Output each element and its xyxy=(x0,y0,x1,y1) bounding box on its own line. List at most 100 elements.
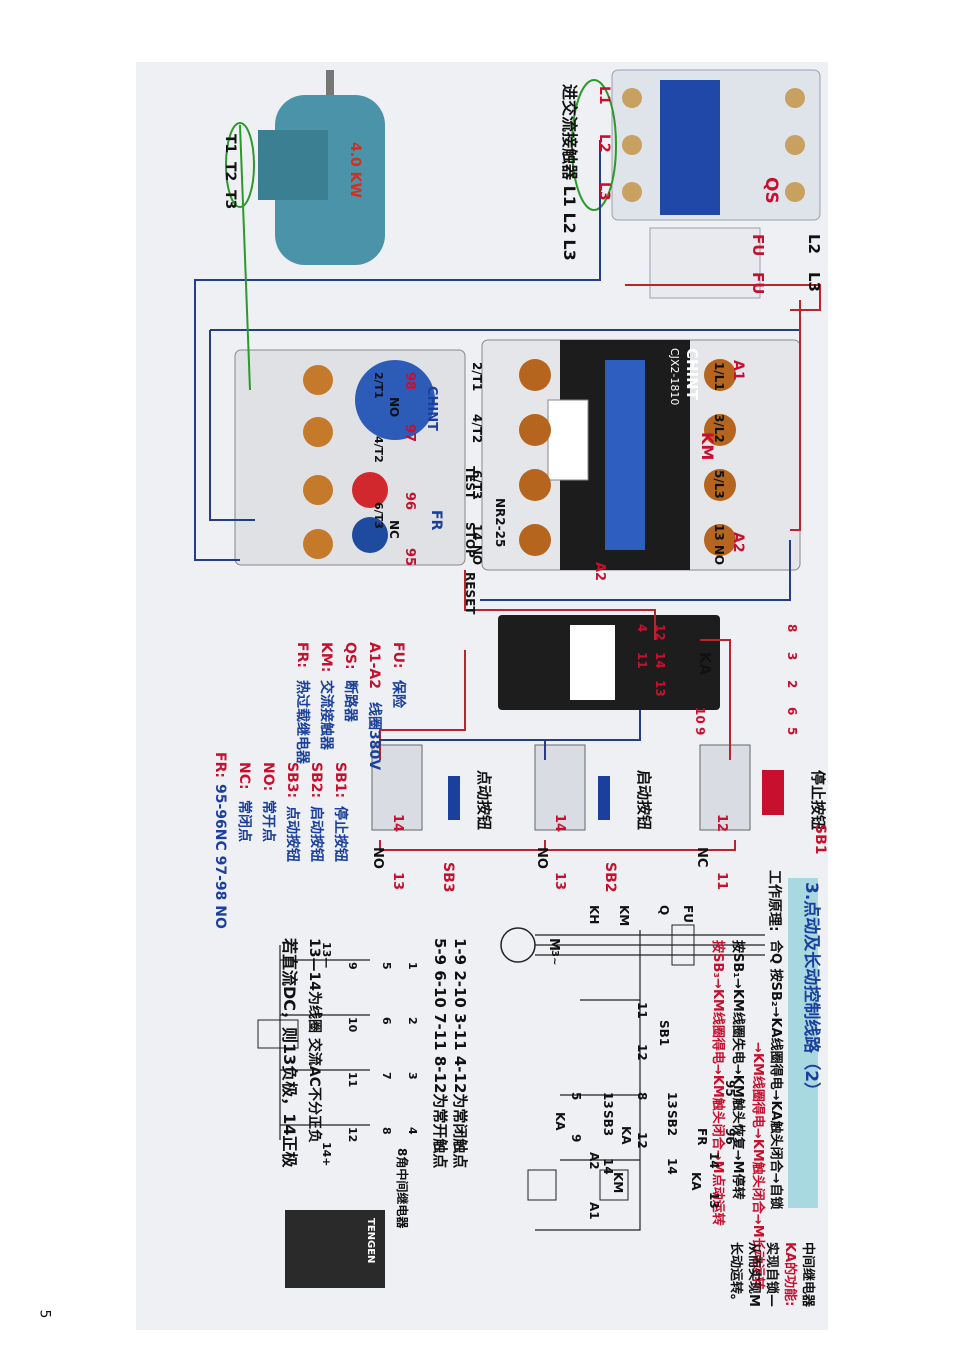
relay-side-label: 8角中间继电器 xyxy=(395,1148,409,1229)
overload-brand: CHINT xyxy=(424,386,439,432)
sb3-type: NO xyxy=(370,847,385,869)
relay-photo-brand: TENGEN xyxy=(365,1218,376,1264)
terminal-screw xyxy=(704,469,736,501)
contactor-top-3: 5/L3 xyxy=(712,470,726,499)
motor-terminal-t3: T3 xyxy=(222,190,238,210)
overload-btn-test: TEST xyxy=(463,466,477,500)
legend-val: 断路器 xyxy=(342,680,358,722)
sb1-t1: 12 xyxy=(714,814,729,833)
schematic-sb1-label: SB1 xyxy=(657,1020,671,1047)
overload-contact-95: 95 xyxy=(402,548,417,567)
principle-label: 工作原理: xyxy=(766,870,782,932)
legend-val: 热过载继电器 xyxy=(294,680,310,764)
schematic-km-coil-label: KM xyxy=(611,1172,625,1194)
relay-pin-bot-10: 10 xyxy=(346,1017,359,1033)
sb3-code: SB3 xyxy=(440,862,456,893)
section-title-band xyxy=(788,878,818,1208)
contactor-km-label-plate xyxy=(547,399,589,481)
legend-key: FR: xyxy=(294,642,310,668)
legend-val: 交流接触器 xyxy=(318,680,334,750)
schematic-n11: 11 xyxy=(635,1002,649,1019)
sb2-cap xyxy=(598,776,610,820)
schematic-m-label: M xyxy=(546,938,561,951)
input-highlight-ellipse xyxy=(571,79,617,211)
relay-contacts-line1: 1-9 2-10 3-11 4-12为常闭触点 xyxy=(451,938,469,1169)
motor-terminal-t1: T1 xyxy=(222,134,238,154)
schematic-kh-label: KH xyxy=(587,905,601,925)
sb2-code: SB2 xyxy=(602,862,618,893)
schematic-n96: 96 xyxy=(723,1128,737,1145)
overload-name: FR xyxy=(428,510,444,531)
schematic-ka-coil-label: KA xyxy=(689,1172,703,1191)
sb1-cap xyxy=(762,770,784,815)
legend2-key: SB2: xyxy=(308,762,324,799)
relay-pin-top-3: 3 xyxy=(406,1072,419,1080)
schematic-sb2-label: SB2 xyxy=(665,1110,679,1137)
legend2-key: FR: xyxy=(212,752,228,778)
overload-coil-a2: A2 xyxy=(592,562,607,582)
breaker-screw xyxy=(785,182,805,202)
page-number: 5 xyxy=(36,1309,53,1319)
relay-pin-14: 14 xyxy=(653,652,667,669)
breaker-screw xyxy=(622,88,642,108)
overload-contact-98: 98 xyxy=(402,372,417,391)
legend2-key: SB1: xyxy=(332,762,348,799)
contactor-a1: A1 xyxy=(730,360,746,381)
schematic-n14c: 14 xyxy=(707,1152,721,1169)
schematic-m3-label: 3~ xyxy=(549,950,560,966)
sb1-title: 停止按钮 xyxy=(809,770,827,831)
schematic-ka-contact-1: KA xyxy=(619,1126,633,1145)
overload-stop-button xyxy=(352,472,388,508)
legend2-val: 启动按钮 xyxy=(308,806,324,862)
schematic-ka-coil xyxy=(599,1169,629,1201)
terminal-screw xyxy=(519,414,551,446)
relay-coil-symbol xyxy=(257,1019,299,1049)
relay-pin-5: 5 xyxy=(785,727,799,736)
relay-pin-4: 4 xyxy=(635,624,649,633)
relay-pin-mid-7: 7 xyxy=(380,1072,393,1080)
overload-no-label: NO xyxy=(387,397,401,418)
schematic-km-label: KM xyxy=(617,905,631,927)
schematic-fu xyxy=(671,924,695,966)
relay-ka-label xyxy=(570,625,615,700)
motor-power-label: 4.0 KW xyxy=(347,142,363,198)
legend2-val: 停止按钮 xyxy=(332,806,348,862)
overload-contact-96: 96 xyxy=(402,492,417,511)
wire-blue-ka xyxy=(545,710,641,741)
motor-terminal-highlight xyxy=(225,122,255,208)
legend2-key: NC: xyxy=(236,762,252,790)
sb3-cap xyxy=(448,776,460,820)
terminal-screw xyxy=(704,359,736,391)
fuse-block xyxy=(649,227,761,299)
legend-val: 保险 xyxy=(390,680,406,708)
contactor-top-1: 1/L1 xyxy=(712,362,726,391)
relay-contact-diagram xyxy=(279,945,370,1140)
relay-pin-6: 6 xyxy=(785,707,799,716)
schematic-n12b: 12 xyxy=(635,1132,649,1149)
contactor-bottom-2: 4/T2 xyxy=(470,414,484,444)
schematic-ka-contact-2: KA xyxy=(553,1112,567,1131)
relay-note-title: 中间继电器 xyxy=(800,1242,815,1308)
sb3-t2: 13 xyxy=(390,872,405,891)
label-L3: L3 xyxy=(596,182,612,201)
relay-note-line3: 从而实现M xyxy=(746,1242,761,1307)
schematic-main-circuit xyxy=(535,934,765,956)
sb2-t2: 13 xyxy=(552,872,567,891)
relay-name: KA xyxy=(696,652,714,676)
contactor-top-2: 3/L2 xyxy=(712,414,726,443)
overload-dial xyxy=(355,360,435,440)
sb2-type: NO xyxy=(534,847,549,869)
relay-pin-bot-11: 11 xyxy=(346,1072,359,1088)
motor-terminal-box xyxy=(258,130,328,200)
contactor-brand: CHINT xyxy=(683,348,701,400)
schematic-n5: 5 xyxy=(569,1092,583,1101)
sb1-body xyxy=(699,744,751,831)
wire-blue-km xyxy=(480,540,791,601)
schematic-n13a: 13 xyxy=(665,1092,679,1109)
breaker-qs-label: QS xyxy=(761,177,781,204)
overload-t2: 4/T2 xyxy=(372,436,385,463)
wire-blue-sb xyxy=(379,739,546,760)
breaker-screw xyxy=(622,182,642,202)
contactor-model: CJX2-1810 xyxy=(668,348,681,406)
